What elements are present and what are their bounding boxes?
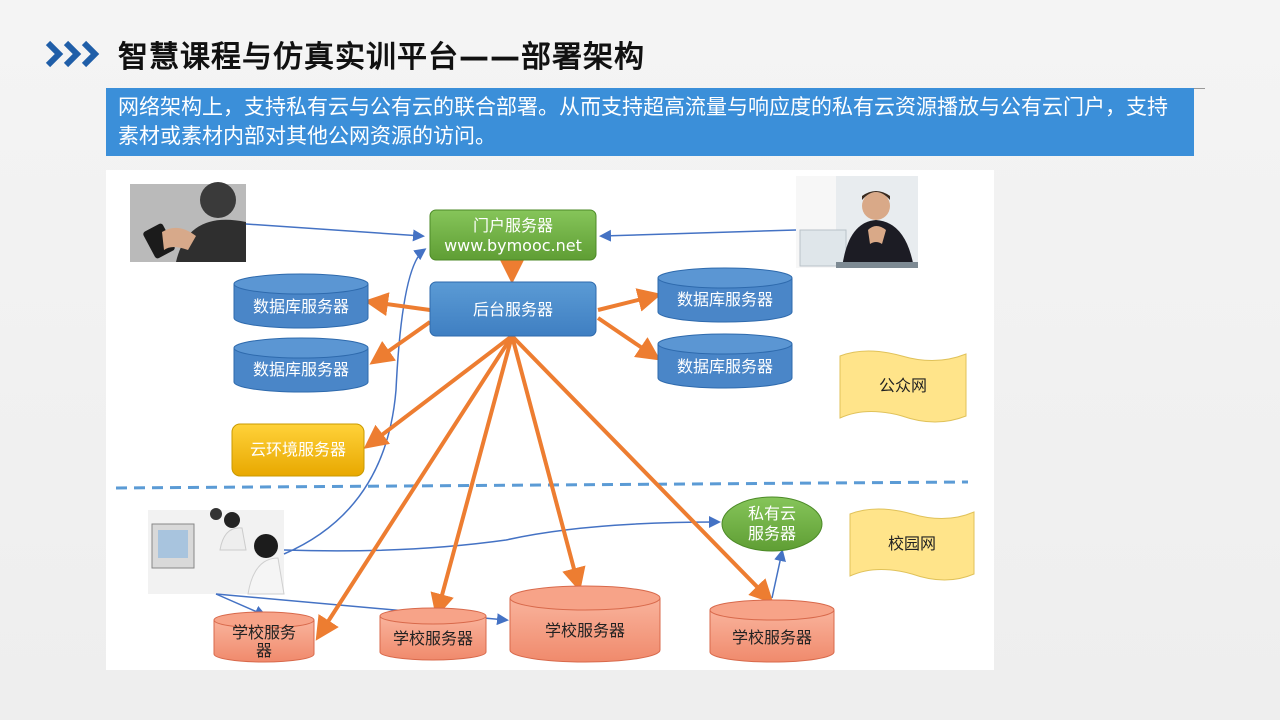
db-server-right-2-label: 数据库服务器 [677, 357, 773, 376]
cloud-env-server-node: 云环境服务器 [231, 423, 365, 477]
cloud-env-server-label: 云环境服务器 [250, 440, 346, 459]
arrow-backend-to-db-left-1 [364, 292, 431, 317]
db-server-left-2-label: 数据库服务器 [253, 360, 349, 379]
school-server-1-label-1: 学校服务 [232, 623, 296, 642]
chevron-right-icon [45, 40, 100, 68]
db-server-left-1-label: 数据库服务器 [253, 297, 349, 316]
arrow-backend-to-school-1 [315, 334, 514, 641]
campus-network-label: 校园网 [888, 534, 936, 553]
deployment-diagram: 门户服务器 www.bymooc.net 后台服务器 数据库服务器 数据库服务器… [106, 170, 994, 670]
arrow-backend-to-cloud-env [363, 334, 514, 449]
portal-server-node: 门户服务器 www.bymooc.net [429, 209, 597, 261]
arrow-businessman-to-portal [599, 229, 797, 242]
private-cloud-label-1: 私有云 [748, 504, 796, 523]
computer-lab-photo [148, 508, 285, 595]
arrow-backend-to-db-right-1 [597, 288, 662, 312]
arrow-backend-to-school-2 [430, 335, 514, 618]
private-cloud-server-node: 私有云 服务器 [721, 496, 823, 552]
title-bar: 智慧课程与仿真实训平台——部署架构 [44, 32, 645, 76]
phone-user-photo [130, 182, 246, 262]
arrow-backend-to-db-left-2 [369, 320, 432, 365]
network-boundary-line [115, 480, 969, 490]
db-server-left-2: 数据库服务器 [233, 337, 369, 393]
db-server-left-1: 数据库服务器 [233, 273, 369, 329]
school-server-2: 学校服务器 [379, 607, 487, 661]
school-server-1: 学校服务 器 [213, 611, 315, 663]
arrow-phone-to-portal [245, 223, 425, 242]
portal-server-label: 门户服务器 [473, 216, 553, 235]
portal-server-url: www.bymooc.net [444, 236, 582, 255]
school-server-3: 学校服务器 [509, 585, 661, 663]
school-server-2-label: 学校服务器 [393, 629, 473, 648]
arrow-lab-to-private-cloud [283, 516, 721, 552]
arrow-backend-to-db-right-2 [596, 316, 661, 361]
db-server-right-1: 数据库服务器 [657, 267, 793, 323]
school-server-4-label: 学校服务器 [732, 628, 812, 647]
public-network-flag: 公众网 [839, 350, 967, 423]
school-server-3-label: 学校服务器 [545, 621, 625, 640]
db-server-right-2: 数据库服务器 [657, 333, 793, 389]
arrow-lab-to-portal [283, 248, 427, 555]
backend-server-node: 后台服务器 [429, 281, 597, 337]
arrow-backend-to-school-3 [510, 335, 586, 592]
backend-server-label: 后台服务器 [473, 300, 553, 319]
page-title: 智慧课程与仿真实训平台——部署架构 [118, 40, 645, 75]
arrow-lab-to-school-server-1 [215, 593, 267, 617]
campus-network-flag: 校园网 [849, 508, 975, 581]
school-server-1-label-2: 器 [256, 641, 272, 660]
arrow-school4-to-private-cloud [771, 549, 786, 599]
businessman-photo [796, 176, 918, 268]
arrow-backend-to-school-4 [510, 334, 774, 604]
description-banner: 网络架构上，支持私有云与公有云的联合部署。从而支持超高流量与响应度的私有云资源播… [106, 88, 1194, 156]
private-cloud-label-2: 服务器 [748, 524, 796, 543]
public-network-label: 公众网 [879, 376, 927, 395]
school-server-4: 学校服务器 [709, 599, 835, 663]
db-server-right-1-label: 数据库服务器 [677, 290, 773, 309]
